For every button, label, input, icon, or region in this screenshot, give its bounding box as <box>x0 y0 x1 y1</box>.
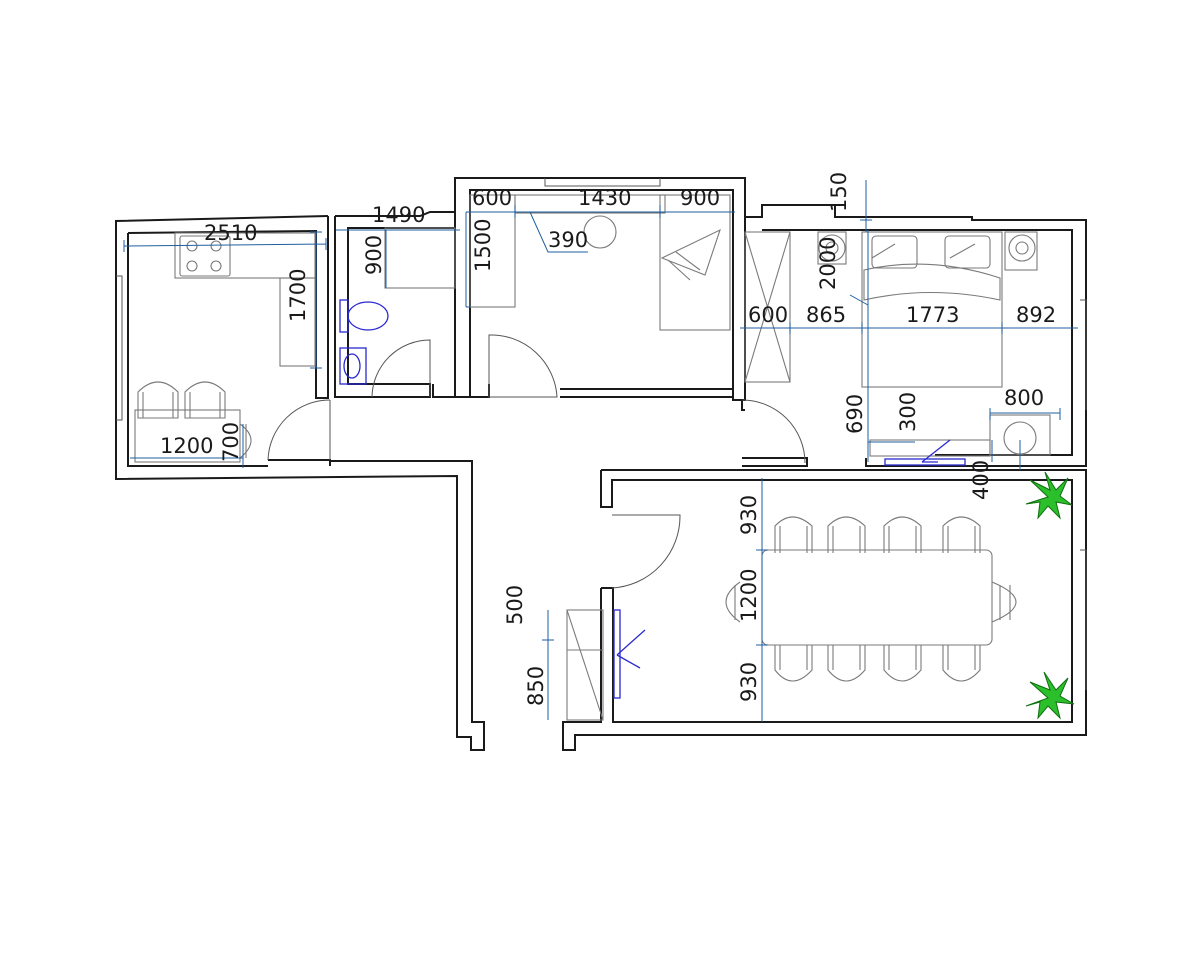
dim-desk-offset: 690 <box>843 394 867 434</box>
dim-wardrobe: 600 <box>748 303 788 327</box>
chair-icon <box>184 381 226 419</box>
furniture <box>134 194 1075 721</box>
dim-room2-d: 1500 <box>471 219 495 272</box>
dim-room2-e: 390 <box>548 228 588 252</box>
doors <box>267 334 806 589</box>
dim-bath-width: 1490 <box>372 203 425 227</box>
stove-icon <box>179 235 231 277</box>
dim-armchair-depth: 400 <box>969 460 993 500</box>
dim-right-gap: 892 <box>1016 303 1056 327</box>
dim-room2-a: 600 <box>472 186 512 210</box>
table-icon <box>761 549 993 646</box>
dim-kitchen-width: 2510 <box>204 221 257 245</box>
dimension-labels: 2510 1700 1200 700 1490 900 600 1430 900… <box>160 172 1056 706</box>
toilet-icon <box>339 299 389 333</box>
dim-dining-table: 1200 <box>737 569 761 622</box>
chair-icon <box>137 381 179 419</box>
dim-top-offset: 150 <box>827 172 851 212</box>
bed-icon <box>861 231 1003 388</box>
tv-icon <box>884 439 966 466</box>
dim-kitchen-table-depth: 700 <box>219 422 243 462</box>
dim-hall-cab-a: 500 <box>503 585 527 625</box>
plant-icon <box>1025 471 1073 520</box>
dim-kitchen-counter: 1700 <box>286 269 310 322</box>
dim-kitchen-table-width: 1200 <box>160 434 213 458</box>
dim-bed-width: 1773 <box>906 303 959 327</box>
dim-bath-depth: 900 <box>362 235 386 275</box>
dim-armchair: 800 <box>1004 386 1044 410</box>
dining-chairs <box>725 516 1017 682</box>
dim-dining-top: 930 <box>737 495 761 535</box>
sink-icon <box>339 347 367 385</box>
dim-room2-b: 1430 <box>578 186 631 210</box>
dim-room2-c: 900 <box>680 186 720 210</box>
dim-desk-depth: 300 <box>896 392 920 432</box>
tv-icon <box>613 609 646 699</box>
dimension-lines <box>123 180 1078 722</box>
dim-hall-cab-b: 850 <box>524 666 548 706</box>
dim-bed-length: 2000 <box>816 237 840 290</box>
dim-dining-bottom: 930 <box>737 662 761 702</box>
dim-gap: 865 <box>806 303 846 327</box>
plant-icon <box>1025 671 1075 720</box>
bed-icon <box>659 194 731 331</box>
walls <box>115 177 1087 751</box>
